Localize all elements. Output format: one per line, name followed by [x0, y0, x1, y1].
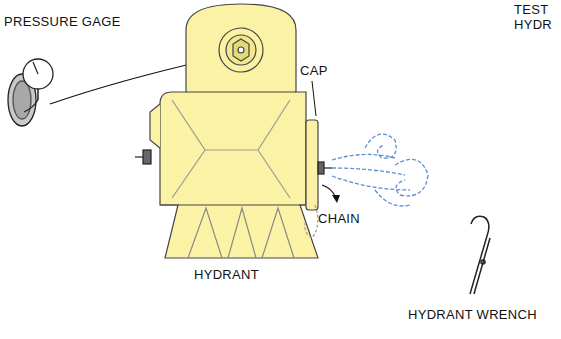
water-spray — [332, 134, 428, 206]
hydrant-wrench — [470, 216, 490, 294]
part-label: CAP — [300, 64, 328, 78]
part-label: CHAIN — [318, 212, 360, 226]
part-label: HYDRANT — [194, 268, 259, 282]
part-label: PRESSURE GAGE — [4, 15, 121, 29]
part-label: TEST — [514, 3, 548, 17]
part-label: HYDRANT WRENCH — [408, 308, 537, 322]
pressure-gauge — [8, 59, 53, 126]
hydrant-body — [150, 4, 318, 258]
part-label: HYDR — [514, 18, 552, 32]
